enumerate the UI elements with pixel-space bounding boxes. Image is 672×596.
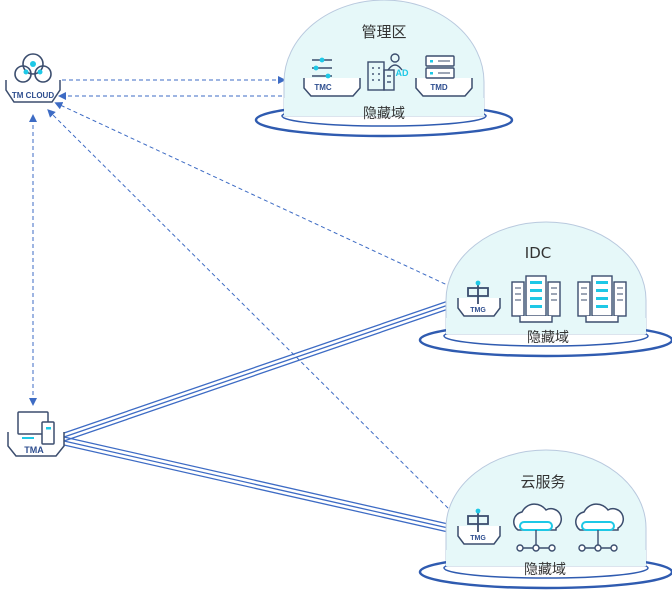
link-tmg-cloud-to-cloud: [47, 109, 459, 519]
zone-subtitle-cloud-service: 隐藏域: [524, 562, 566, 578]
tm-cloud-base-icon: [5, 80, 61, 103]
zone-subtitle-idc: 隐藏域: [527, 330, 569, 346]
zone-subtitle-management: 隐藏域: [363, 106, 405, 122]
directory-building-icon: [367, 53, 403, 91]
devices-icon: [17, 411, 55, 445]
dashed-connections: [29, 76, 459, 519]
gateway-icon: [467, 510, 489, 532]
ad-node[interactable]: AD: [367, 53, 409, 91]
tmg-cloud-node[interactable]: TMG: [457, 508, 501, 545]
zone-idc: IDC 隐藏域 TMG: [418, 221, 672, 358]
tmg-idc-node[interactable]: TMG: [457, 280, 501, 317]
zone-title-idc: IDC: [525, 244, 551, 262]
cloud-network-icon: [513, 503, 562, 552]
tmg-idc-base-icon: [457, 298, 501, 317]
cloud-network-icon: [575, 503, 624, 552]
tma-node[interactable]: TMA: [7, 411, 65, 457]
zone-cloud-service: 云服务 隐藏域 TMG: [418, 449, 672, 590]
tmg-cloud-label: TMG: [470, 535, 486, 542]
tunnel-tma-cloud: [63, 436, 458, 535]
tmg-cloud-base-icon: [457, 526, 501, 545]
tmd-label: TMD: [430, 83, 448, 92]
tmd-base-icon: [415, 78, 473, 97]
tmc-label: TMC: [314, 83, 332, 92]
zone-title-cloud-service: 云服务: [520, 473, 565, 491]
gateway-icon: [467, 282, 489, 304]
server-rack-icon: [577, 275, 627, 323]
zone-management: 管理区 隐藏域 TMC: [254, 0, 514, 138]
tm-cloud-label: TM CLOUD: [12, 91, 54, 100]
tm-cloud-logo-icon: [14, 53, 52, 83]
tma-label: TMA: [24, 445, 44, 455]
tmg-idc-label: TMG: [470, 307, 486, 314]
link-tmg-idc-to-cloud: [54, 102, 459, 291]
tmc-node[interactable]: TMC: [303, 57, 361, 97]
tunnel-tma-idc: [63, 297, 458, 442]
tmc-base-icon: [303, 78, 361, 97]
zone-title-management: 管理区: [361, 23, 406, 41]
tmd-node[interactable]: TMD: [415, 55, 473, 97]
server-rack-icon: [511, 275, 561, 323]
tm-cloud-node[interactable]: TM CLOUD: [5, 53, 61, 103]
ad-label: AD: [396, 68, 409, 78]
